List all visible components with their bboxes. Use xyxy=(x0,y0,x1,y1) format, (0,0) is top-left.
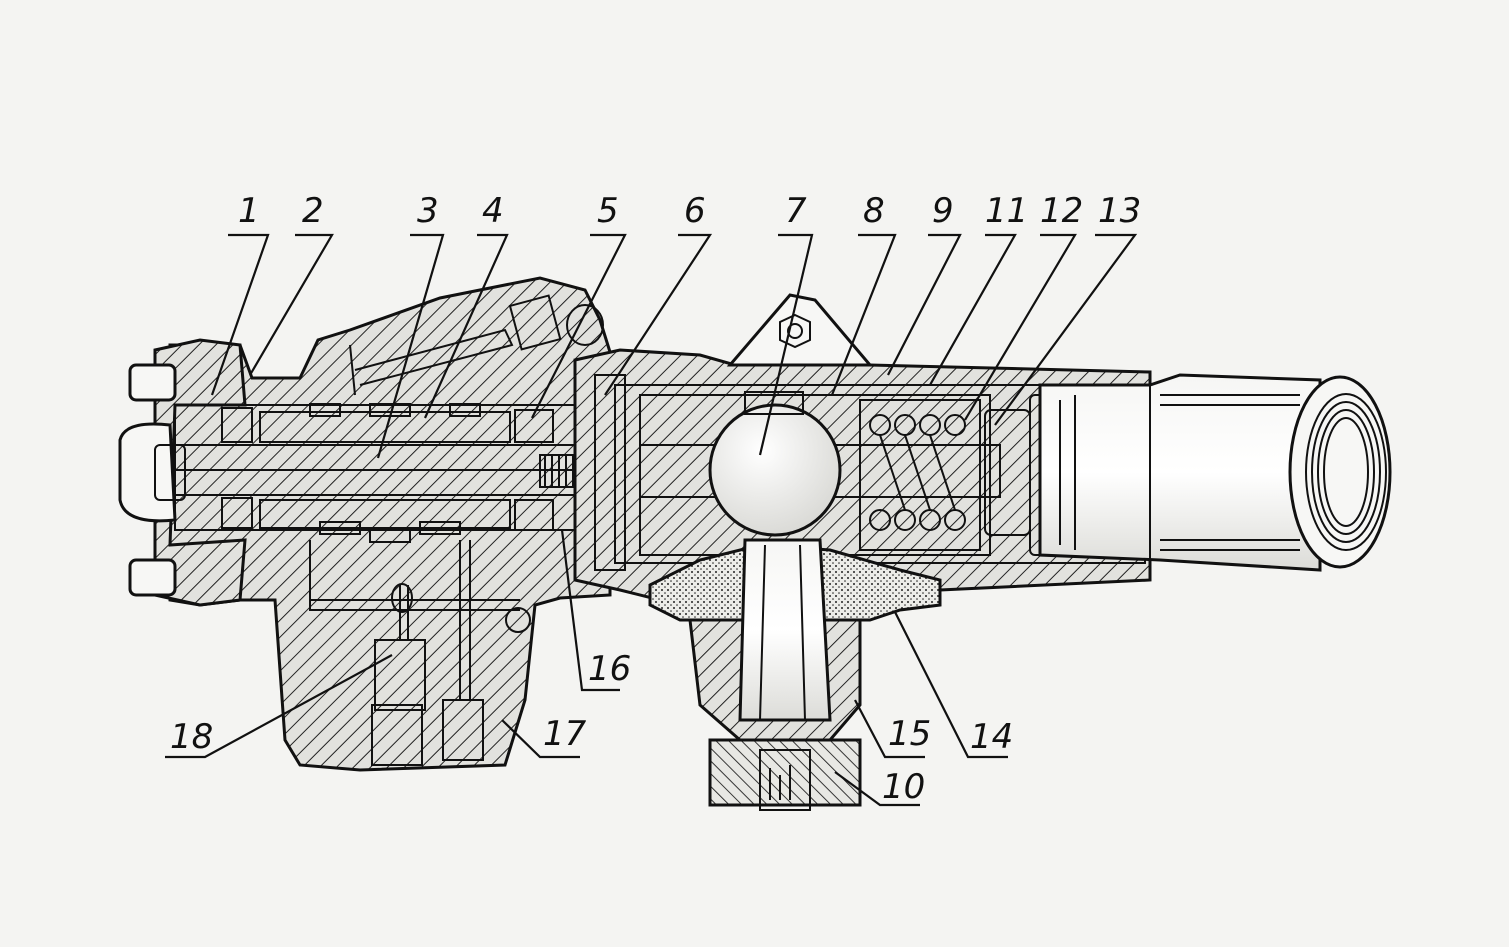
callout-17: 17 xyxy=(543,714,587,754)
callout-4: 4 xyxy=(482,191,504,231)
leader-lines xyxy=(165,233,1138,807)
callout-18: 18 xyxy=(170,717,213,757)
outlet-pipe xyxy=(1038,373,1392,572)
lower-drain-body xyxy=(648,538,942,811)
middle-valve-body xyxy=(573,293,1152,602)
callout-3: 3 xyxy=(417,191,439,231)
callout-6: 6 xyxy=(684,191,706,231)
callout-13: 13 xyxy=(1098,191,1141,231)
callout-12: 12 xyxy=(1040,191,1083,231)
callout-11: 11 xyxy=(985,191,1028,231)
callout-7: 7 xyxy=(785,191,807,231)
callout-labels: 1 2 3 4 5 6 7 8 9 11 12 13 16 18 17 15 1… xyxy=(170,191,1141,807)
callout-1: 1 xyxy=(238,191,260,231)
callout-10: 10 xyxy=(882,767,925,807)
callout-16: 16 xyxy=(588,649,631,689)
left-end-cover xyxy=(118,338,247,607)
callout-15: 15 xyxy=(888,714,931,754)
callout-14: 14 xyxy=(970,717,1013,757)
callout-8: 8 xyxy=(863,191,885,231)
callout-9: 9 xyxy=(932,191,954,231)
callout-5: 5 xyxy=(597,191,619,231)
callout-2: 2 xyxy=(302,191,324,231)
